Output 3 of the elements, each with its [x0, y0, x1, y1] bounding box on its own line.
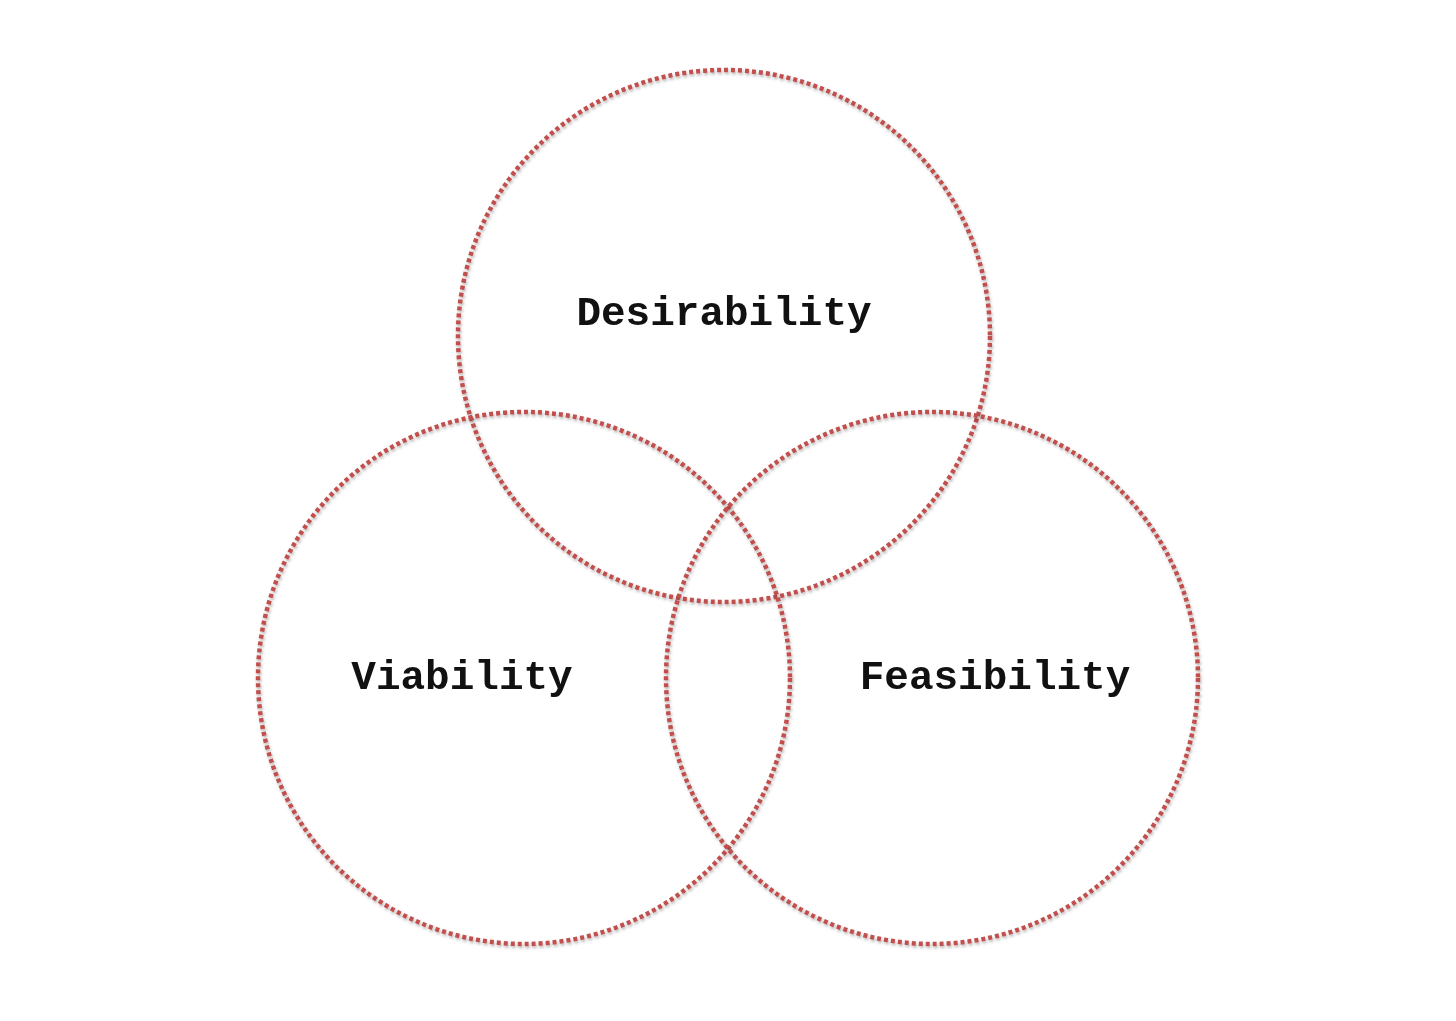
circle-label: Viability — [351, 655, 573, 701]
circle-label: Feasibility — [859, 655, 1131, 701]
circle-label: Desirability — [576, 291, 872, 337]
